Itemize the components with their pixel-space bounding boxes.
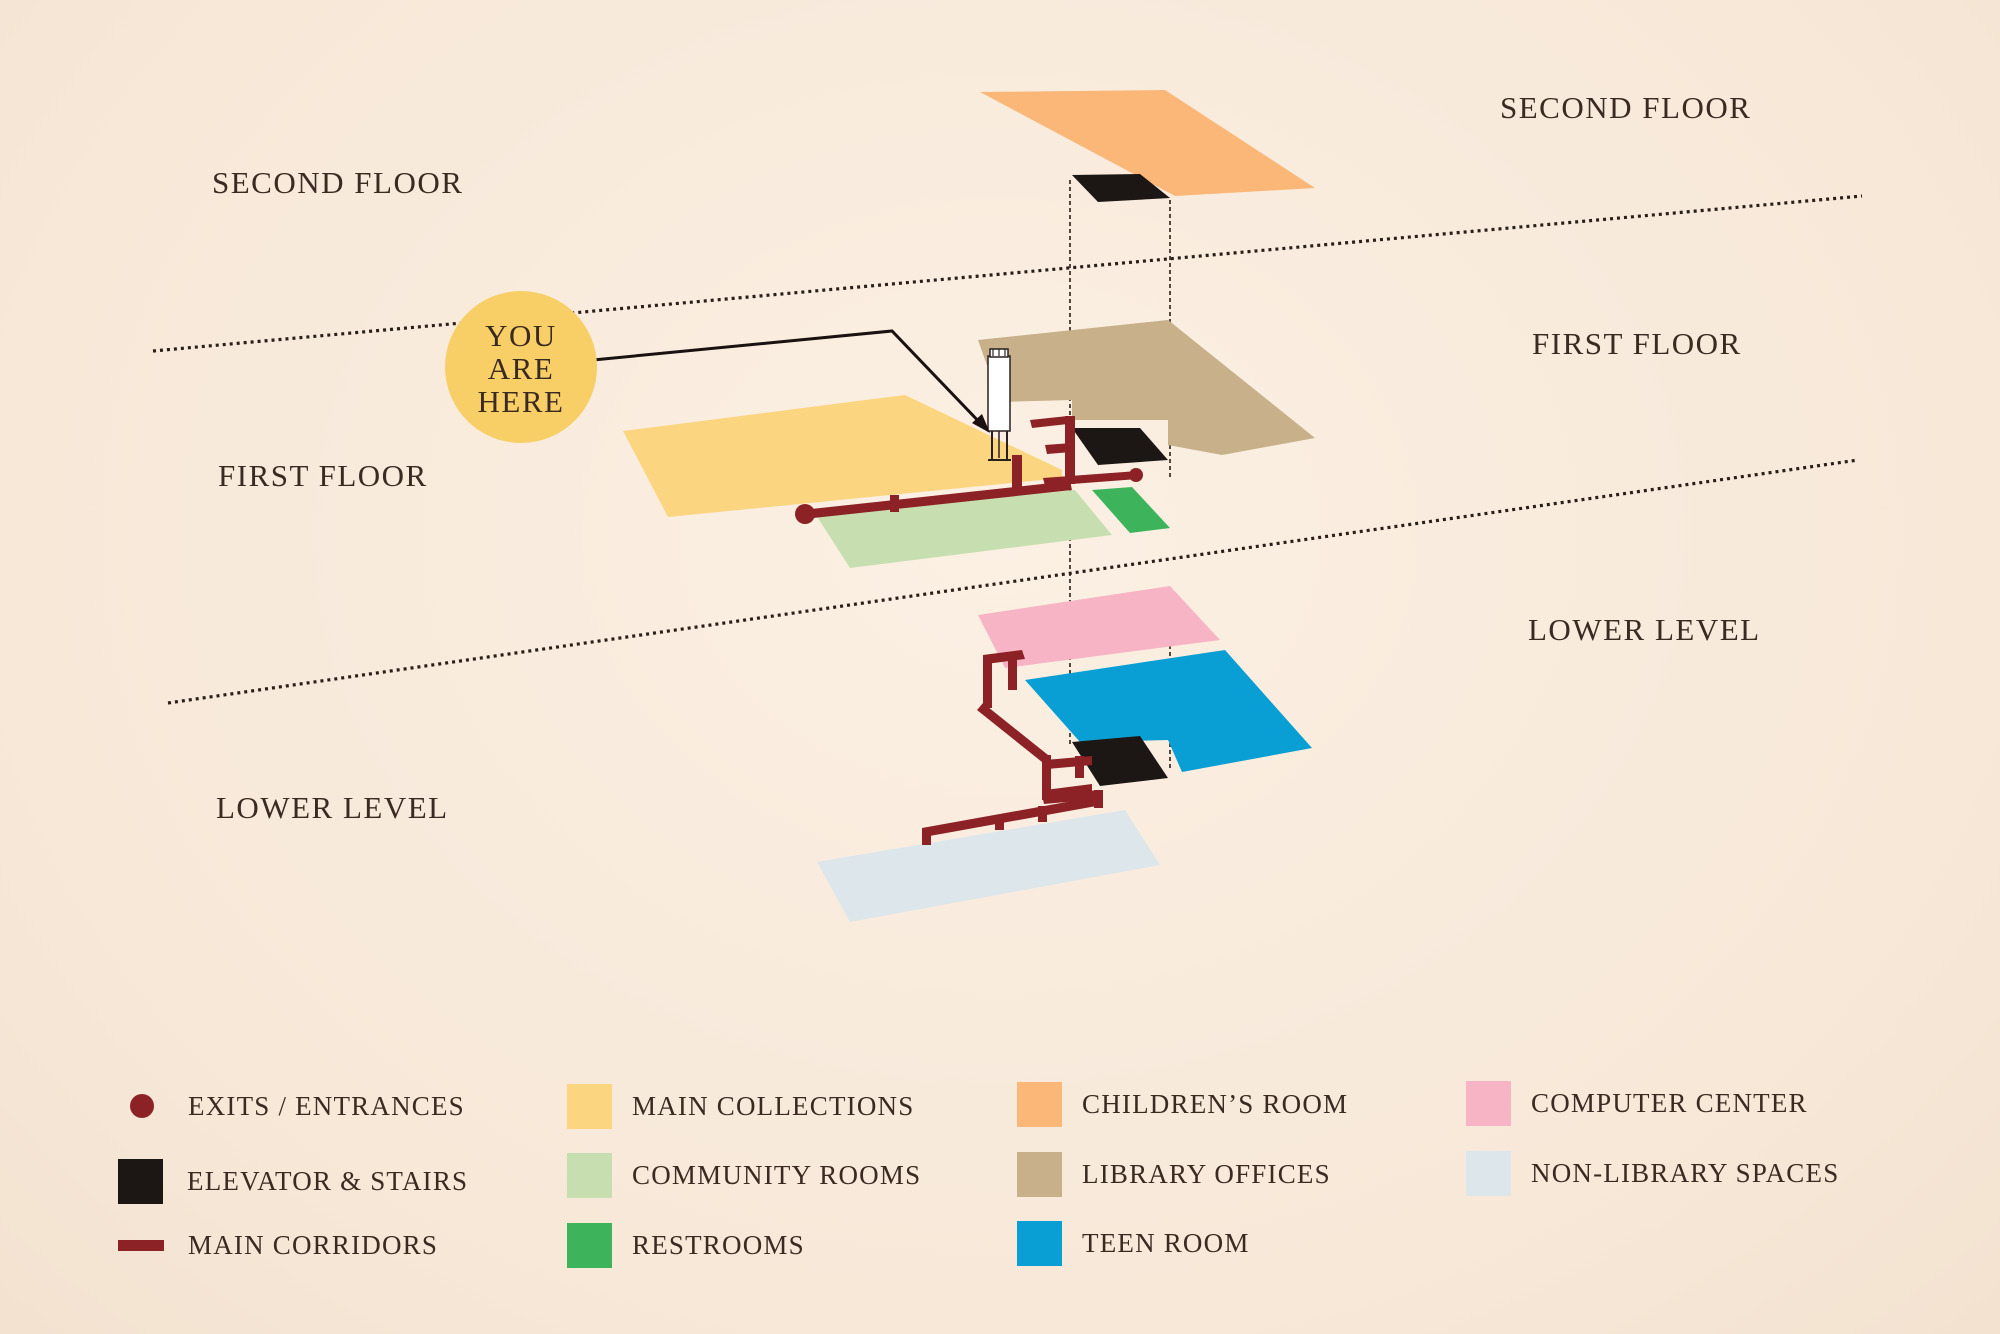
legend-item-main-collections: MAIN COLLECTIONS bbox=[567, 1081, 914, 1131]
legend-label-elevator: ELEVATOR & STAIRS bbox=[187, 1165, 469, 1196]
you-are-here-pointer-line bbox=[592, 329, 987, 430]
divider-second-first bbox=[152, 194, 1863, 353]
legend-label-childrens-room: CHILDREN’S ROOM bbox=[1082, 1088, 1349, 1119]
non-library-spaces-area bbox=[817, 810, 1160, 922]
computer-center-area bbox=[978, 586, 1220, 668]
right-label-lower-level: LOWER LEVEL bbox=[1528, 612, 1761, 647]
main-collections-swatch bbox=[567, 1083, 612, 1129]
left-label-second-floor: SECOND FLOOR bbox=[212, 165, 464, 200]
library-offices-swatch bbox=[1017, 1151, 1062, 1197]
legend-label-main-collections: MAIN COLLECTIONS bbox=[632, 1090, 915, 1121]
exit-dot-icon bbox=[130, 1094, 154, 1118]
teen-room-swatch bbox=[1017, 1220, 1062, 1266]
lower-level-elevator-stairs bbox=[1072, 736, 1168, 786]
community-rooms-swatch bbox=[567, 1152, 612, 1198]
legend-label-teen-room: TEEN ROOM bbox=[1082, 1227, 1250, 1258]
you-are-here-line-1: YOU bbox=[485, 318, 557, 353]
library-offices-area bbox=[978, 320, 1315, 455]
right-label-second-floor: SECOND FLOOR bbox=[1500, 90, 1752, 125]
first-floor-elevator-stairs bbox=[1072, 428, 1168, 465]
legend-label-computer-center: COMPUTER CENTER bbox=[1531, 1087, 1808, 1118]
legend-item-computer-center: COMPUTER CENTER bbox=[1466, 1078, 1808, 1128]
left-label-first-floor: FIRST FLOOR bbox=[218, 458, 428, 493]
legend-label-restrooms: RESTROOMS bbox=[632, 1229, 805, 1260]
legend-label-corridors: MAIN CORRIDORS bbox=[188, 1229, 439, 1260]
directory-kiosk-icon bbox=[987, 348, 1011, 461]
community-rooms-area bbox=[816, 490, 1112, 568]
exit-marker-west bbox=[795, 504, 815, 524]
legend-item-exits: EXITS / ENTRANCES bbox=[118, 1081, 465, 1131]
you-are-here-pointer-arrowhead bbox=[972, 414, 990, 433]
left-label-lower-level: LOWER LEVEL bbox=[216, 790, 449, 825]
corridor-bar-icon bbox=[118, 1239, 164, 1251]
legend-label-library-offices: LIBRARY OFFICES bbox=[1082, 1158, 1331, 1189]
restrooms-swatch bbox=[567, 1222, 612, 1268]
second-floor-elevator-stairs bbox=[1072, 174, 1170, 202]
first-floor-corridors bbox=[802, 416, 1138, 519]
divider-first-lower bbox=[167, 458, 1859, 705]
legend-item-elevator: ELEVATOR & STAIRS bbox=[118, 1156, 468, 1206]
right-label-first-floor: FIRST FLOOR bbox=[1532, 326, 1742, 361]
lower-level-corridors bbox=[922, 650, 1103, 845]
you-are-here-line-2: ARE bbox=[488, 351, 555, 386]
teen-room-area bbox=[1025, 650, 1312, 772]
legend-item-corridors: MAIN CORRIDORS bbox=[118, 1220, 438, 1270]
legend-item-non-library: NON-LIBRARY SPACES bbox=[1466, 1148, 1839, 1198]
legend-label-non-library: NON-LIBRARY SPACES bbox=[1531, 1157, 1840, 1188]
legend-item-teen-room: TEEN ROOM bbox=[1017, 1218, 1250, 1268]
restrooms-area bbox=[1092, 487, 1170, 533]
exit-marker-east bbox=[1129, 468, 1143, 482]
computer-center-swatch bbox=[1466, 1080, 1511, 1126]
non-library-swatch bbox=[1466, 1150, 1511, 1196]
legend-label-community-rooms: COMMUNITY ROOMS bbox=[632, 1159, 922, 1190]
childrens-room-swatch bbox=[1017, 1081, 1062, 1127]
elevator-stairs-icon bbox=[118, 1158, 163, 1204]
main-collections-area bbox=[623, 395, 1062, 517]
legend-item-childrens-room: CHILDREN’S ROOM bbox=[1017, 1079, 1348, 1129]
you-are-here-badge bbox=[445, 291, 597, 443]
legend-item-restrooms: RESTROOMS bbox=[567, 1220, 805, 1270]
legend-label-exits: EXITS / ENTRANCES bbox=[188, 1090, 465, 1121]
you-are-here-line-3: HERE bbox=[478, 384, 565, 419]
childrens-room-area bbox=[980, 90, 1315, 196]
legend-item-library-offices: LIBRARY OFFICES bbox=[1017, 1149, 1331, 1199]
legend-item-community-rooms: COMMUNITY ROOMS bbox=[567, 1150, 921, 1200]
